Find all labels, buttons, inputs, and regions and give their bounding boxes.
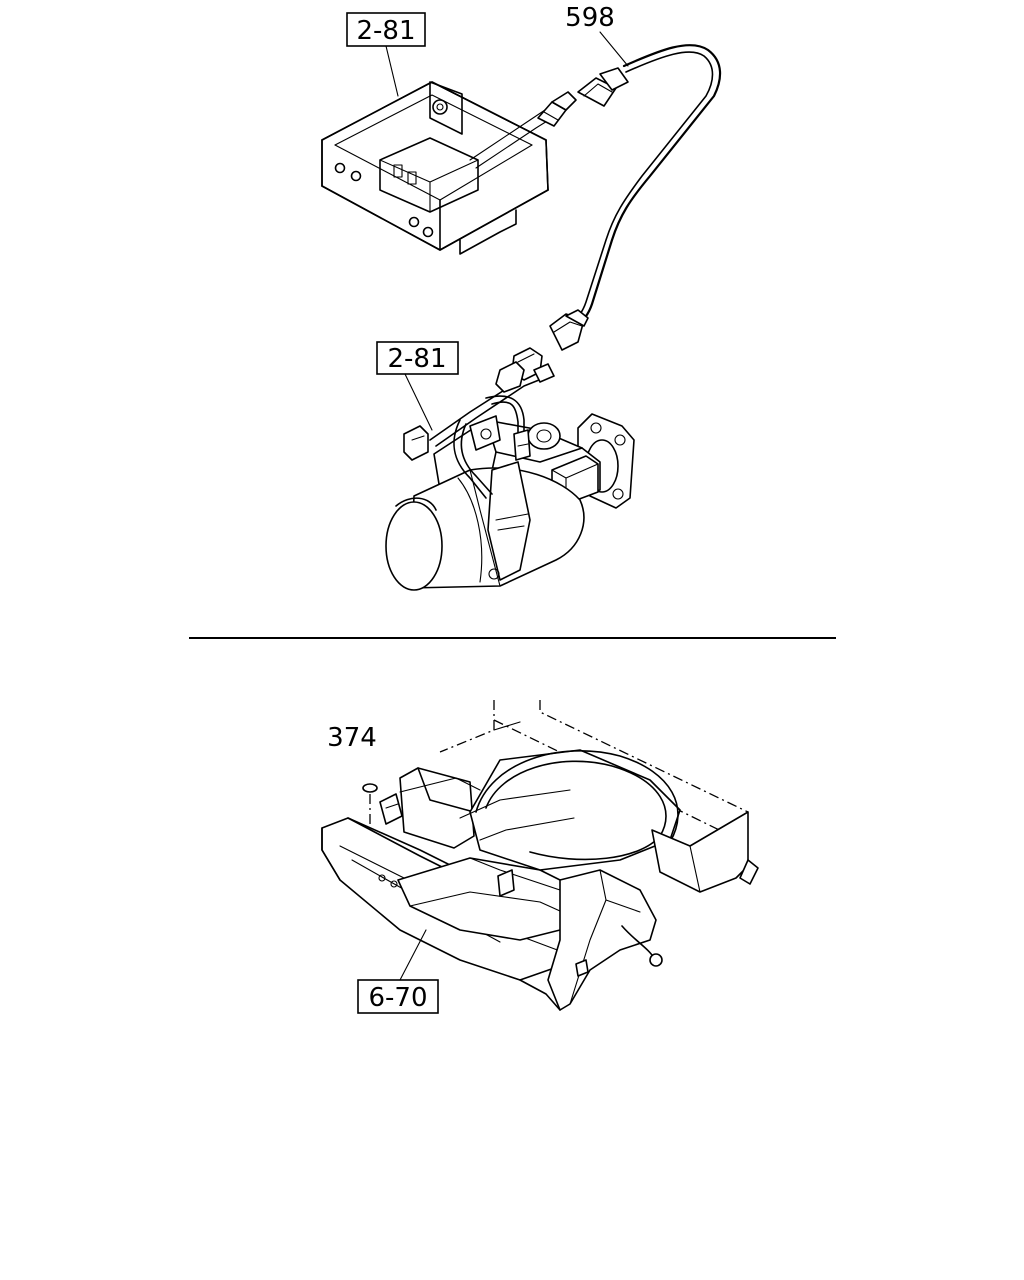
part-number-374: 374 [327, 723, 377, 753]
pump-motor-assembly [385, 347, 635, 591]
ref-box-2-81-mid[interactable]: 2-81 [376, 341, 459, 375]
ref-label-6-70: 6-70 [368, 983, 427, 1013]
leader-line-598 [599, 31, 629, 67]
controller-box [321, 81, 553, 255]
leader-line-2-81-top [385, 45, 399, 97]
ref-label-2-81-mid: 2-81 [387, 344, 446, 374]
ref-label-2-81-top: 2-81 [356, 16, 415, 46]
part-label-374[interactable]: 374 [327, 723, 377, 753]
box-connector [537, 91, 577, 127]
part-label-598[interactable]: 598 [565, 3, 615, 33]
harness-connector-bottom[interactable] [549, 309, 589, 351]
plug-part-374[interactable] [362, 783, 378, 793]
chassis-frame [321, 700, 759, 1011]
ref-box-6-70[interactable]: 6-70 [357, 979, 439, 1014]
ref-box-2-81-top[interactable]: 2-81 [346, 12, 426, 47]
harness-connector-top[interactable] [577, 67, 629, 107]
leader-line-6-70 [399, 929, 427, 981]
wiring-harness-598[interactable] [569, 44, 722, 328]
leader-line-2-81-mid [404, 373, 433, 431]
part-number-598: 598 [565, 3, 615, 33]
